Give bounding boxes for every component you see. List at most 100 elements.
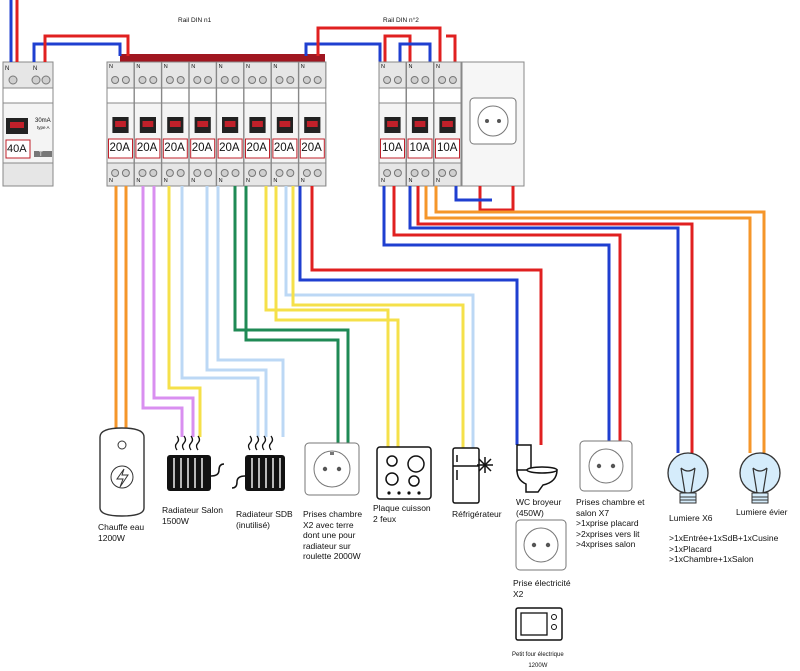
breakers-rail2 [378, 61, 462, 187]
breaker-terminal-n: N [381, 178, 385, 184]
breaker-terminal-n: N [163, 178, 168, 184]
breaker-rail1-rating: 20A [273, 142, 295, 154]
breaker-terminal-n: N [381, 64, 385, 70]
wire-lightblue [205, 186, 268, 437]
wire-phase [416, 186, 694, 453]
rcd-test-button[interactable]: T [39, 152, 43, 158]
bulb-x6-icon [667, 452, 709, 504]
breaker-terminal-n: N [273, 178, 278, 184]
rcd-sensitivity: 30mA [35, 118, 51, 124]
fridge-icon [452, 447, 493, 504]
breaker-terminal-n: N [436, 178, 440, 184]
breaker-rail1-1[interactable] [106, 61, 135, 187]
breaker-rail2-3[interactable] [433, 61, 462, 187]
wire-green [233, 186, 350, 443]
label-prises-chambre-x7: Prises chambre et salon X7 >1xprise plac… [576, 497, 645, 549]
breaker-terminal-n: N [136, 64, 141, 70]
breaker-terminal-n: N [163, 64, 168, 70]
wire-yellow [274, 186, 400, 447]
wire-lightblue [180, 186, 260, 437]
wire-neutral [408, 186, 680, 453]
breaker-terminal-n: N [246, 178, 250, 184]
breaker-rail1-3[interactable] [161, 61, 190, 187]
breaker-rail1-rating: 20A [109, 142, 130, 154]
breaker-terminal-n: N [436, 64, 440, 70]
socket-x7-icon [579, 440, 633, 492]
label-lumiere-x6-detail: >1xEntrée+1xSdB+1xCusine >1xPlacard >1xC… [669, 533, 779, 564]
breakers-rail1 [106, 61, 327, 187]
breaker-terminal-n: N [408, 178, 413, 184]
rcd-type: type A [37, 125, 50, 130]
breaker-rail1-rating: 20A [136, 142, 158, 154]
bulb-evier-icon [739, 452, 781, 504]
label-radiateur-salon: Radiateur Salon 1500W [162, 505, 223, 526]
radiator-sdb-icon [231, 435, 285, 491]
wire-neutral [382, 186, 611, 441]
breaker-rail2-2[interactable] [406, 61, 434, 187]
cooktop-icon [376, 446, 432, 500]
breaker-rail1-7[interactable] [270, 61, 299, 187]
breaker-terminal-n: N [136, 178, 141, 184]
breaker-rail1-2[interactable] [133, 61, 162, 187]
wire-lightblue [216, 186, 285, 437]
wire-phase [310, 186, 543, 445]
label-prise-electricite: Prise électricité X2 [513, 578, 571, 599]
breaker-rail2-rating: 10A [382, 142, 403, 154]
socket-electricite-icon [515, 519, 567, 571]
water-heater-icon [99, 427, 145, 517]
breaker-terminal-n: N [109, 178, 113, 184]
breaker-terminal-n: N [218, 64, 223, 70]
busbar [120, 54, 325, 64]
rcd-terminal-n2: N [33, 66, 38, 72]
wire-green [244, 186, 340, 443]
toilet-icon [516, 444, 558, 493]
breaker-terminal-n: N [191, 64, 196, 70]
breaker-rail2-rating: 10A [437, 142, 458, 154]
rcd-terminal-n: N [5, 66, 10, 72]
breaker-terminal-n: N [109, 64, 113, 70]
breaker-terminal-n: N [408, 64, 413, 70]
breaker-rail1-4[interactable] [188, 61, 217, 187]
label-wc-broyeur: WC broyeur (450W) [516, 497, 562, 518]
rail-socket-module[interactable] [461, 61, 525, 187]
breaker-terminal-n: N [191, 178, 196, 184]
supply-wires [9, 0, 130, 62]
breaker-rail1-5[interactable] [216, 61, 245, 187]
breaker-rail1-8[interactable] [298, 61, 327, 187]
wire-violet [141, 186, 184, 437]
breaker-rail1-rating: 20A [191, 142, 213, 154]
label-refrigerateur: Réfrigérateur [452, 509, 502, 519]
breaker-rail2-1[interactable] [378, 61, 407, 187]
label-lumiere-x6: Lumiere X6 [669, 513, 713, 523]
wire-lightblue [284, 186, 475, 448]
breaker-rail1-rating: 20A [164, 142, 185, 154]
rcd-module [2, 61, 54, 187]
wire-phase [392, 186, 622, 441]
wire-neutral [298, 186, 519, 445]
breaker-rail1-rating: 20A [246, 142, 267, 154]
breaker-terminal-n: N [246, 64, 250, 70]
rail2-label: Rail DIN n°2 [383, 17, 419, 24]
rcd-rating: 40A [7, 143, 27, 155]
breaker-rail1-rating: 20A [301, 142, 322, 154]
rail2-supply [304, 26, 457, 64]
label-chauffe-eau: Chauffe eau 1200W [98, 522, 145, 543]
breaker-terminal-n: N [300, 64, 305, 70]
socket-return-red [478, 186, 515, 212]
radiator-salon-icon [167, 435, 225, 491]
breaker-terminal-n: N [218, 178, 223, 184]
rail1-label: Rail DIN n1 [178, 17, 212, 24]
output-wires [114, 186, 766, 453]
breaker-rail1-6[interactable] [243, 61, 272, 187]
label-four: Petit four électrique 1200W [512, 652, 564, 669]
wire-yellow [167, 186, 202, 437]
wire-orange [424, 186, 752, 453]
label-prises-chambre-x2: Prises chambre X2 avec terre dont une po… [303, 509, 363, 561]
wire-yellow [264, 186, 390, 447]
socket-x2-icon [304, 442, 360, 496]
wire-yellow [291, 186, 465, 448]
breaker-terminal-n: N [300, 178, 305, 184]
label-plaque-cuisson: Plaque cuisson 2 feux [373, 503, 431, 524]
label-radiateur-sdb: Radiateur SDB (inutilisé) [236, 509, 293, 530]
